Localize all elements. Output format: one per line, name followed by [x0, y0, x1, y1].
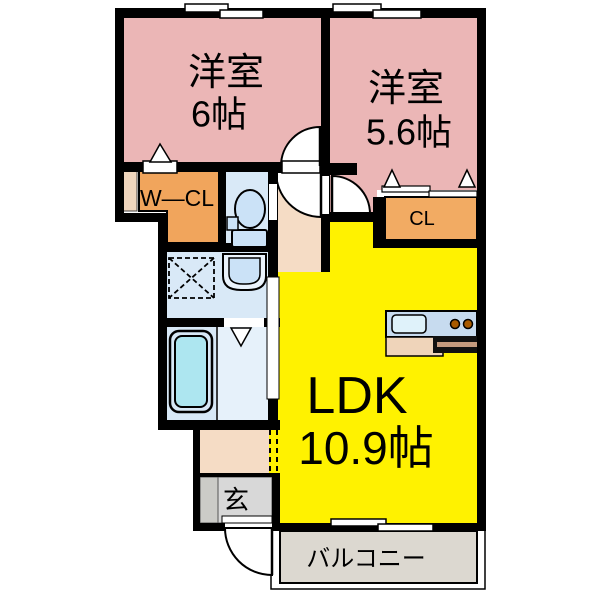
bedroom6-door-opening [281, 160, 321, 174]
bathroom-door-marker [229, 327, 253, 348]
door-leaves [270, 127, 334, 575]
room-bedroom-56 [330, 18, 478, 163]
wall-stub-56 [321, 163, 357, 175]
bedroom6-size-label: 6帖 [191, 94, 247, 135]
cl-door-marker-right [457, 168, 477, 188]
window-bedroom56 [332, 3, 422, 19]
wall-right [477, 8, 486, 531]
bedroom56-door-opening [322, 176, 329, 214]
room-ldk-finger [330, 222, 373, 274]
wall-wcl-toilet [218, 162, 226, 252]
door-arc-bedroom-56 [331, 174, 372, 215]
room-bedroom-6 [124, 18, 321, 162]
burner-icon [462, 318, 474, 330]
window-ldk-balcony [330, 518, 434, 532]
wall-bath-bottom [158, 420, 280, 430]
cl-door-marker-left [382, 168, 402, 188]
washbasin-icon [222, 253, 267, 291]
wall-genkan-right [272, 477, 280, 523]
kitchen-counter-icon [385, 310, 478, 357]
room-balcony [279, 530, 478, 584]
openings [142, 3, 478, 577]
hallway-lower [200, 430, 269, 473]
bedroom56-name-label: 洋室 [368, 68, 444, 110]
room-ldk-under-cl [373, 248, 477, 274]
toilet-icon [226, 189, 268, 248]
genkan-label: 玄 [223, 485, 249, 515]
balcony-label: バルコニー [306, 546, 426, 573]
cl-sliding-door-left [381, 185, 431, 193]
window-bedroom6 [184, 3, 264, 19]
washroom-sliding-door [266, 276, 280, 400]
bedroom56-size-label: 5.6帖 [366, 112, 452, 153]
bedroom6-name-label: 洋室 [188, 52, 264, 94]
wall-bottom [193, 523, 486, 531]
toilet-door-opening [269, 184, 277, 220]
ldk-size-label: 10.9帖 [298, 422, 434, 474]
cl-label: CL [409, 208, 435, 230]
cl-sliding-door-right [428, 190, 478, 198]
bathroom-door-opening [224, 318, 264, 327]
wall-ldk-finger-top [321, 212, 375, 222]
wall-left [115, 8, 124, 222]
ldk-name-label: LDK [306, 367, 407, 425]
wall-bath-top [158, 318, 280, 327]
sink-icon [391, 314, 427, 334]
door-arc-entrance [223, 527, 273, 577]
open-boundary [269, 430, 278, 473]
genkan-step [199, 476, 219, 524]
bathtub-icon [168, 329, 214, 414]
wcl-door-opening [142, 160, 178, 174]
wall-toilet-bottom [158, 243, 277, 252]
door-swings [274, 125, 372, 219]
entrance-sill [221, 515, 273, 524]
wall-top [115, 8, 486, 18]
wall-cl-bottom [373, 240, 477, 248]
wall-left-step [115, 213, 167, 222]
labels: 洋室 6帖 洋室 5.6帖 W―CL CL LDK 10.9帖 玄 バルコニー [140, 52, 452, 573]
wall-cl-left [373, 197, 385, 248]
fixtures [168, 189, 478, 414]
wall-genkan-step-line [200, 473, 280, 477]
wall-between-bedrooms [321, 8, 330, 272]
wcl-door-marker [148, 142, 173, 163]
door-markers [148, 142, 477, 348]
ldk-open-boundary-fill [269, 430, 278, 473]
wcl-label: W―CL [140, 185, 214, 211]
wall-genkan-left [193, 420, 200, 531]
washing-machine-icon [168, 257, 215, 299]
pillar [122, 169, 138, 212]
burner-icon [449, 318, 461, 330]
